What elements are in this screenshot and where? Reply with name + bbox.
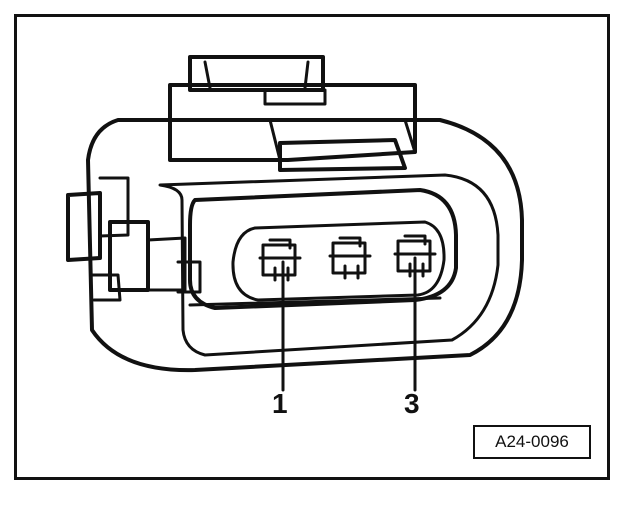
plug-ridge [176,260,442,307]
terminal-pin-1 [258,238,302,282]
plug-face [231,220,446,302]
side-rib-upper-face [98,176,130,238]
connector-housing-outline [86,118,524,373]
latch-tab-groove [203,60,310,90]
side-rib-upper [66,191,102,262]
locking-latch [168,83,417,162]
callout-label-3: 3 [404,388,420,419]
side-rib-lower-face [146,236,187,292]
terminal-pin-2 [328,236,372,280]
figure-id-label: A24-0096 [473,425,591,459]
latch-edge [268,118,417,162]
connector-housing-inner-outline [158,173,500,357]
side-rib-step [90,273,122,302]
callout-label-1: 1 [272,388,288,419]
latch-window [263,88,327,106]
